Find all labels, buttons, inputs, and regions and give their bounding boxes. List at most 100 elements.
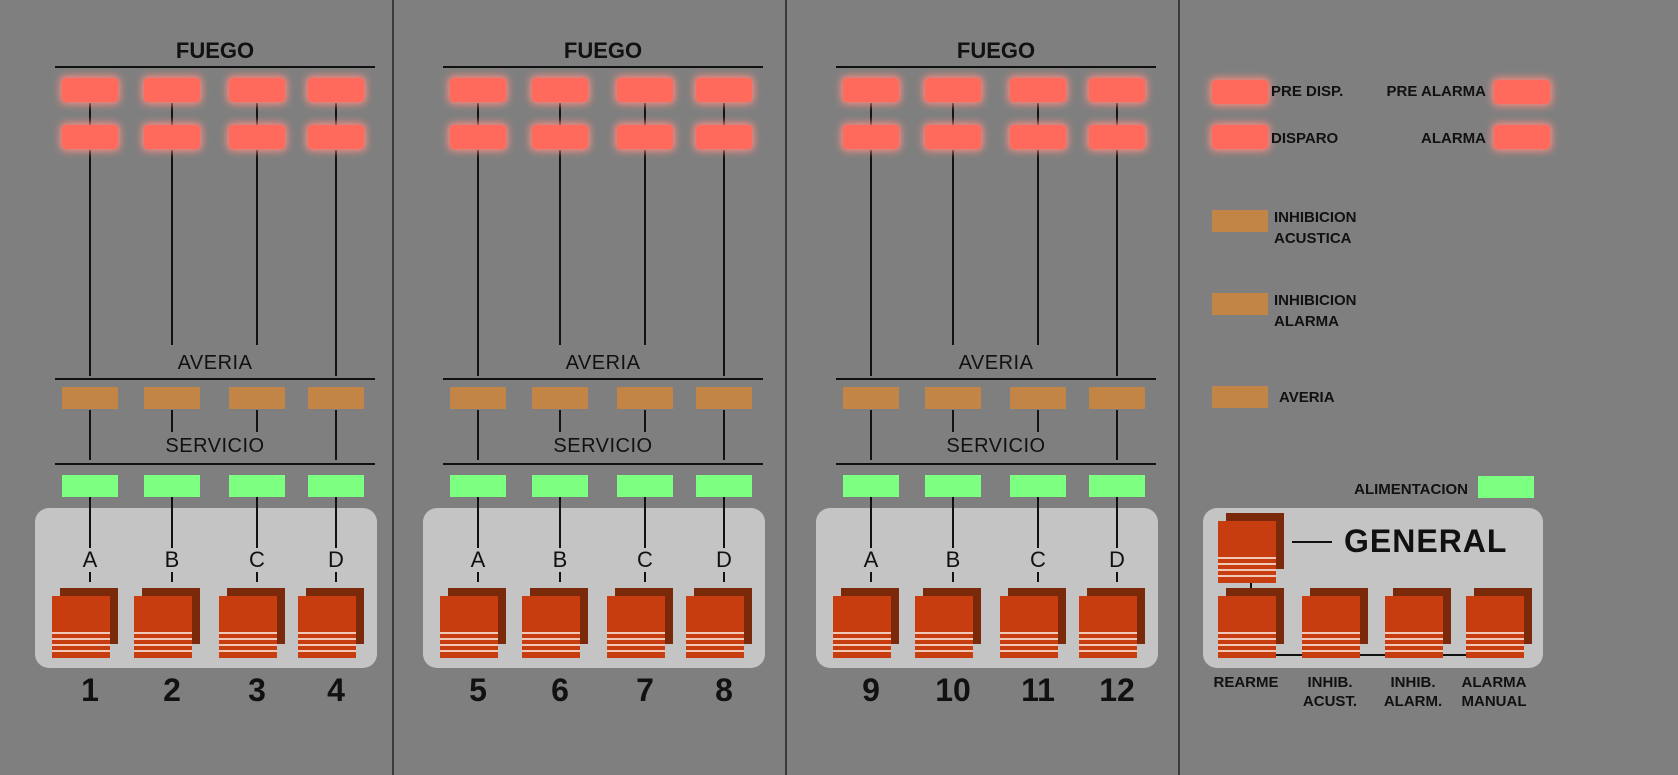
zone-number: 12 bbox=[1099, 672, 1135, 708]
pre-alarma-label: PRE ALARMA bbox=[1386, 83, 1486, 100]
servicio-header-line bbox=[836, 463, 1156, 465]
inhib-acust-label-line1: INHIB. bbox=[1307, 674, 1353, 691]
connector-line bbox=[559, 410, 561, 432]
connector-line bbox=[559, 150, 561, 345]
zone-push-button[interactable] bbox=[522, 588, 588, 658]
push-button-face bbox=[833, 596, 891, 658]
averia-led bbox=[1212, 386, 1268, 408]
push-button-face bbox=[440, 596, 498, 658]
servicio-header-line bbox=[55, 463, 375, 465]
fuego-title: FUEGO bbox=[563, 38, 643, 63]
fault-led bbox=[617, 387, 673, 409]
connector-line bbox=[171, 150, 173, 345]
fault-led bbox=[1089, 387, 1145, 409]
zone-letter-label: C bbox=[242, 548, 272, 572]
fire-alarm-led bbox=[617, 125, 673, 149]
pre-alarm-led bbox=[450, 78, 506, 102]
connector-line bbox=[559, 103, 561, 125]
service-led bbox=[62, 475, 118, 497]
pre-disp-label: PRE DISP. bbox=[1271, 83, 1344, 100]
push-button-face bbox=[1385, 596, 1443, 658]
service-led bbox=[450, 475, 506, 497]
zone-letter-label: A bbox=[75, 548, 105, 572]
service-led bbox=[144, 475, 200, 497]
inhib-alarma-label-line1: INHIBICION bbox=[1274, 292, 1357, 309]
averia-legend-label: AVERIA bbox=[1279, 389, 1335, 406]
fault-led bbox=[450, 387, 506, 409]
pre-alarm-led bbox=[144, 78, 200, 102]
connector-line bbox=[723, 103, 725, 125]
zone-push-button[interactable] bbox=[686, 588, 752, 658]
panel-separator bbox=[392, 0, 394, 775]
fire-alarm-led bbox=[532, 125, 588, 149]
servicio-header-line bbox=[443, 463, 763, 465]
fault-led bbox=[843, 387, 899, 409]
general-label: GENERAL bbox=[1344, 523, 1508, 559]
zone-number: 11 bbox=[1021, 672, 1055, 708]
servicio-title: SERVICIO bbox=[946, 435, 1046, 457]
fuego-title: FUEGO bbox=[175, 38, 255, 63]
fault-led bbox=[308, 387, 364, 409]
zone-push-button[interactable] bbox=[134, 588, 200, 658]
pre-alarm-led bbox=[617, 78, 673, 102]
pre-alarm-led bbox=[925, 78, 981, 102]
rearme-button[interactable] bbox=[1218, 588, 1284, 658]
connector-line bbox=[870, 410, 872, 460]
service-led bbox=[1010, 475, 1066, 497]
service-led bbox=[229, 475, 285, 497]
servicio-title: SERVICIO bbox=[165, 435, 265, 457]
zone-push-button[interactable] bbox=[219, 588, 285, 658]
pre-alarm-led bbox=[843, 78, 899, 102]
zone-letter-label: C bbox=[1023, 548, 1053, 572]
alarma-manual-button[interactable] bbox=[1466, 588, 1532, 658]
push-button-face bbox=[915, 596, 973, 658]
alimentacion-label: ALIMENTACION bbox=[1354, 481, 1468, 498]
connector-line bbox=[1116, 410, 1118, 460]
connector-line bbox=[89, 497, 91, 582]
pre-alarm-led bbox=[532, 78, 588, 102]
zone-push-button[interactable] bbox=[1000, 588, 1066, 658]
fault-led bbox=[144, 387, 200, 409]
zone-push-button[interactable] bbox=[833, 588, 899, 658]
inhib-alarm-label-line2: ALARM. bbox=[1383, 693, 1443, 710]
zone-push-button[interactable] bbox=[298, 588, 364, 658]
fire-alarm-led bbox=[62, 125, 118, 149]
push-button-face bbox=[1000, 596, 1058, 658]
zone-number: 6 bbox=[551, 672, 569, 708]
fault-led bbox=[925, 387, 981, 409]
general-push-button[interactable] bbox=[1218, 513, 1284, 583]
pre-alarm-led bbox=[308, 78, 364, 102]
connector-line bbox=[89, 410, 91, 460]
inhib-alarm-button[interactable] bbox=[1385, 588, 1451, 658]
push-button-face bbox=[134, 596, 192, 658]
connector-line bbox=[1037, 410, 1039, 432]
zone-letter-label: D bbox=[1102, 548, 1132, 572]
connector-line bbox=[477, 410, 479, 460]
inhib-acustica-led bbox=[1212, 210, 1268, 232]
averia-header-line bbox=[55, 378, 375, 380]
connector-line bbox=[1116, 103, 1118, 125]
fault-led bbox=[1010, 387, 1066, 409]
connector-line bbox=[256, 497, 258, 582]
fault-led bbox=[532, 387, 588, 409]
inhib-acust-button[interactable] bbox=[1302, 588, 1368, 658]
pre-disp-led bbox=[1212, 80, 1268, 104]
fuego-header-line bbox=[55, 66, 375, 68]
fire-alarm-led bbox=[843, 125, 899, 149]
connector-line bbox=[477, 497, 479, 582]
zone-push-button[interactable] bbox=[607, 588, 673, 658]
fire-alarm-led bbox=[1089, 125, 1145, 149]
zone-push-button[interactable] bbox=[52, 588, 118, 658]
zone-number: 3 bbox=[248, 672, 266, 708]
zone-letter-label: B bbox=[938, 548, 968, 572]
connector-line bbox=[952, 150, 954, 345]
inhib-acustica-label-line1: INHIBICION bbox=[1274, 209, 1357, 226]
zone-number: 9 bbox=[862, 672, 880, 708]
zone-push-button[interactable] bbox=[915, 588, 981, 658]
push-button-face bbox=[219, 596, 277, 658]
connector-line bbox=[644, 410, 646, 432]
service-led bbox=[1089, 475, 1145, 497]
zone-push-button[interactable] bbox=[1079, 588, 1145, 658]
zone-push-button[interactable] bbox=[440, 588, 506, 658]
